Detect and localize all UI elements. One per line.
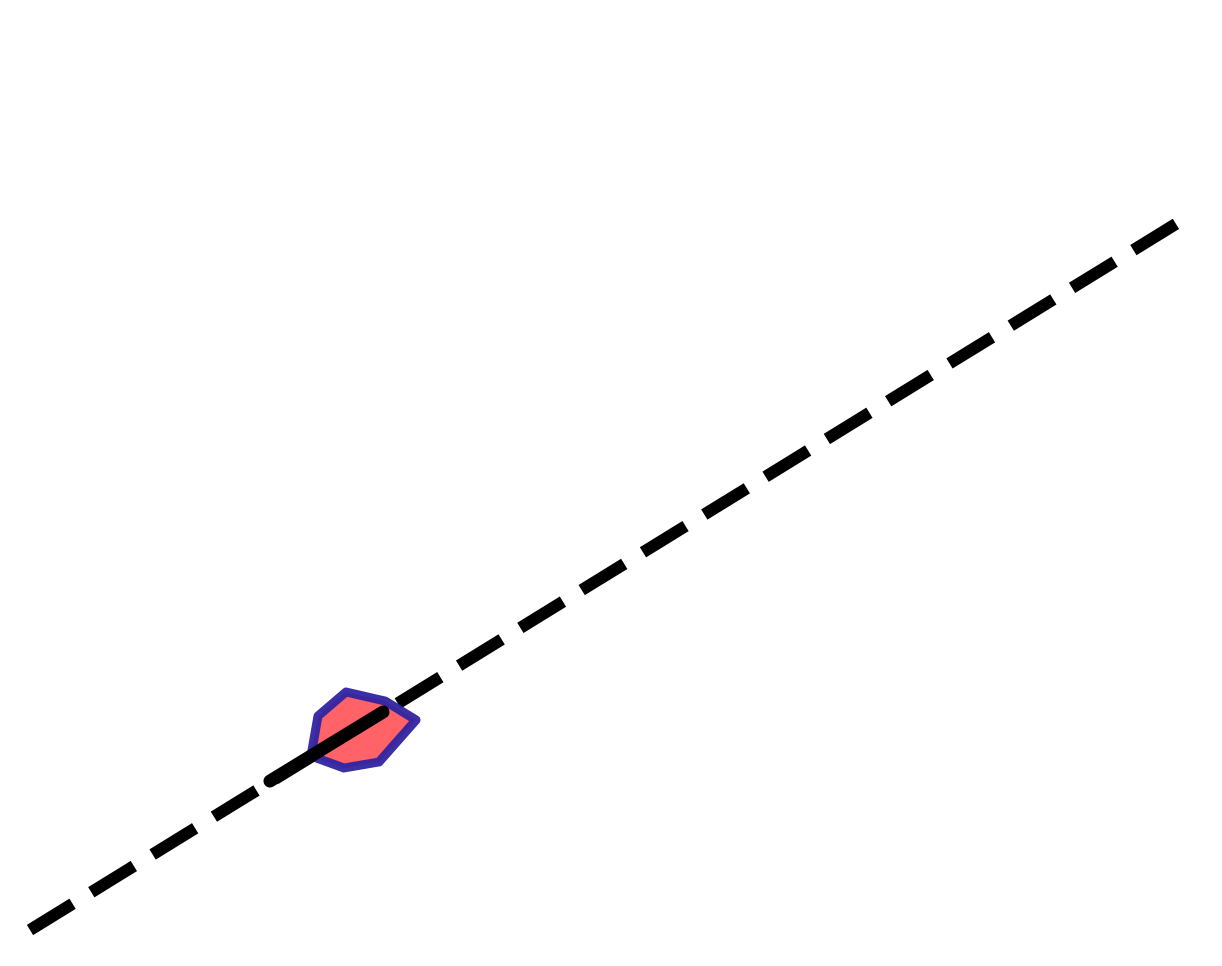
dashed-line	[26, 208, 1196, 936]
solid-line-segment	[263, 705, 390, 788]
